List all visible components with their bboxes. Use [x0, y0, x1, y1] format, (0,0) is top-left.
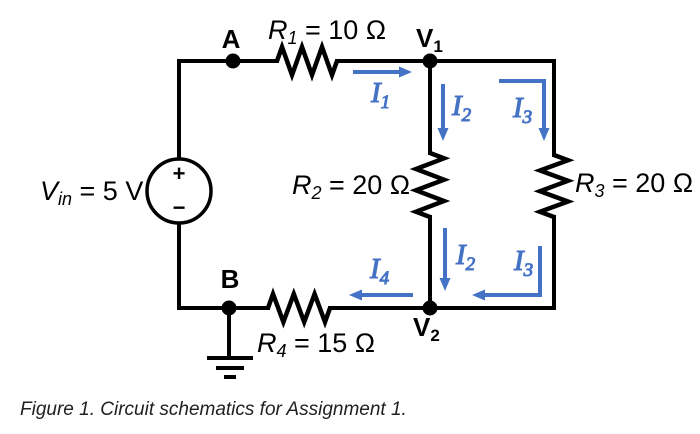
resistor-r1-zigzag [274, 40, 340, 82]
i3-bottom-arrowhead [472, 289, 485, 301]
i2-top-label: I2 [451, 90, 472, 126]
node-a-dot [225, 53, 241, 69]
current-arrow-i3-bottom: I3 [472, 245, 542, 301]
node-v2-dot [422, 300, 438, 316]
i2-bottom-arrowhead [439, 278, 451, 291]
resistor-r2-label: R2 = 20 Ω [292, 170, 410, 203]
ground-symbol [207, 356, 253, 379]
wire-path [177, 59, 556, 360]
i4-label: I4 [369, 253, 390, 289]
node-v2-label: V2 [413, 312, 440, 345]
node-v1-dot [422, 53, 438, 69]
current-arrow-i2-top: I2 [437, 84, 472, 141]
i2-bottom-label: I2 [455, 239, 476, 275]
current-arrow-i3-top: I3 [499, 79, 550, 141]
current-arrow-i1: I1 [353, 66, 412, 114]
resistor-r3: R3 = 20 Ω [533, 152, 693, 220]
i1-label: I1 [370, 77, 390, 113]
current-arrow-i4: I4 [349, 253, 413, 301]
i3-top-label: I3 [512, 92, 532, 128]
i4-arrowhead [349, 289, 362, 301]
resistor-r2: R2 = 20 Ω [292, 150, 451, 220]
figure-caption: Figure 1. Circuit schematics for Assignm… [20, 399, 407, 420]
i2-top-arrowhead [437, 128, 449, 141]
i1-arrowhead [399, 66, 412, 78]
resistor-r3-label: R3 = 20 Ω [575, 168, 693, 201]
resistor-r1: R1 = 10 Ω [268, 15, 386, 82]
node-a-label: A [222, 24, 241, 54]
node-b-label: B [221, 264, 240, 294]
circuit-nodes: A B V1 V2 [221, 23, 443, 345]
resistor-r4-zigzag [265, 287, 333, 329]
i3-top-arrowhead [538, 128, 550, 141]
voltage-source-label: Vin = 5 V [40, 176, 143, 209]
resistor-r4: R4 = 15 Ω [257, 287, 375, 361]
voltage-source: + − Vin = 5 V [40, 157, 213, 225]
i3-bottom-label: I3 [513, 245, 533, 281]
resistor-r4-label: R4 = 15 Ω [257, 328, 375, 361]
i3-top-arrow-shaft [499, 79, 546, 129]
node-v1-label: V1 [416, 23, 443, 56]
resistor-r1-label: R1 = 10 Ω [268, 15, 386, 48]
resistor-r3-zigzag [533, 152, 575, 220]
i3-bottom-arrow-shaft [484, 246, 542, 297]
voltage-source-plus-sign: + [173, 161, 186, 186]
node-b-dot [221, 300, 237, 316]
circuit-wires [177, 59, 556, 360]
voltage-source-circle [145, 157, 213, 225]
current-arrow-i2-bottom: I2 [439, 228, 476, 291]
voltage-source-minus-sign: − [173, 195, 186, 220]
resistor-r2-zigzag [409, 150, 451, 220]
current-arrows: I1 I2 I3 I2 [349, 66, 550, 301]
